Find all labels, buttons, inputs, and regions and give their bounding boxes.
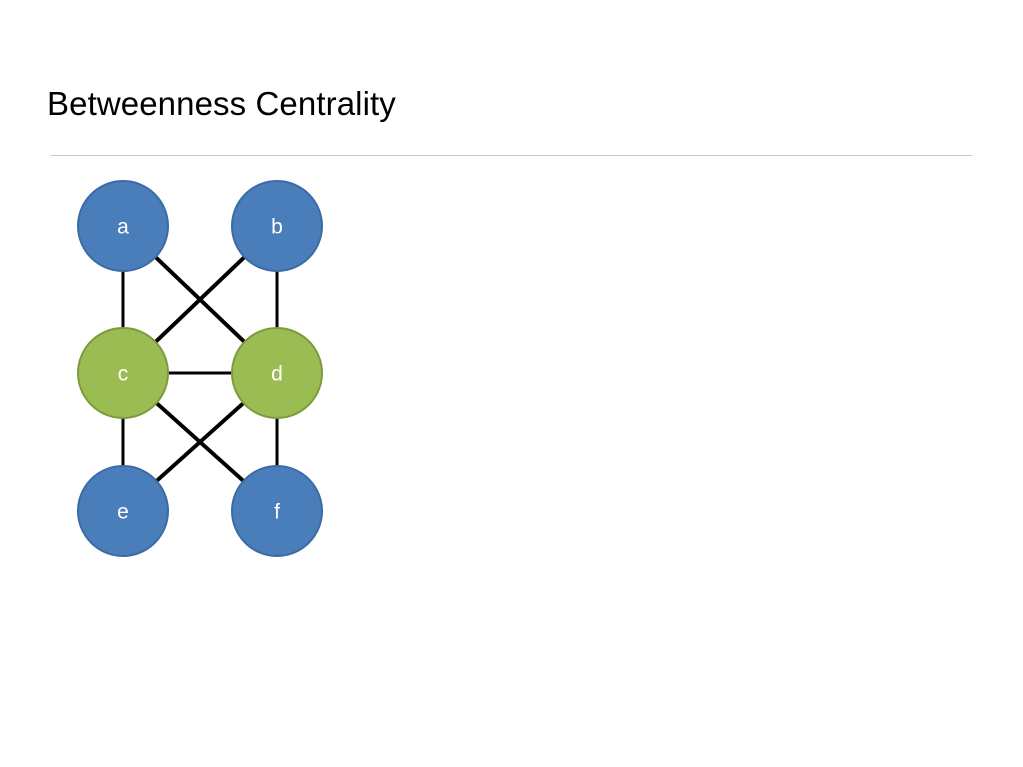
graph-edge-d-e bbox=[153, 400, 247, 484]
graph-node-a[interactable]: a bbox=[77, 180, 169, 272]
graph-node-circle-c[interactable] bbox=[77, 327, 169, 419]
graph-node-circle-b[interactable] bbox=[231, 180, 323, 272]
graph-node-e[interactable]: e bbox=[77, 465, 169, 557]
graph-node-d[interactable]: d bbox=[231, 327, 323, 419]
edge-layer bbox=[121, 254, 279, 484]
graph-node-circle-d[interactable] bbox=[231, 327, 323, 419]
graph-edge-b-c bbox=[152, 254, 248, 345]
graph-node-f[interactable]: f bbox=[231, 465, 323, 557]
page-title: Betweenness Centrality bbox=[47, 85, 396, 122]
graph-node-circle-e[interactable] bbox=[77, 465, 169, 557]
graph-node-circle-a[interactable] bbox=[77, 180, 169, 272]
graph-node-c[interactable]: c bbox=[77, 327, 169, 419]
graph-node-b[interactable]: b bbox=[231, 180, 323, 272]
graph-node-circle-f[interactable] bbox=[231, 465, 323, 557]
title-divider bbox=[50, 155, 972, 156]
